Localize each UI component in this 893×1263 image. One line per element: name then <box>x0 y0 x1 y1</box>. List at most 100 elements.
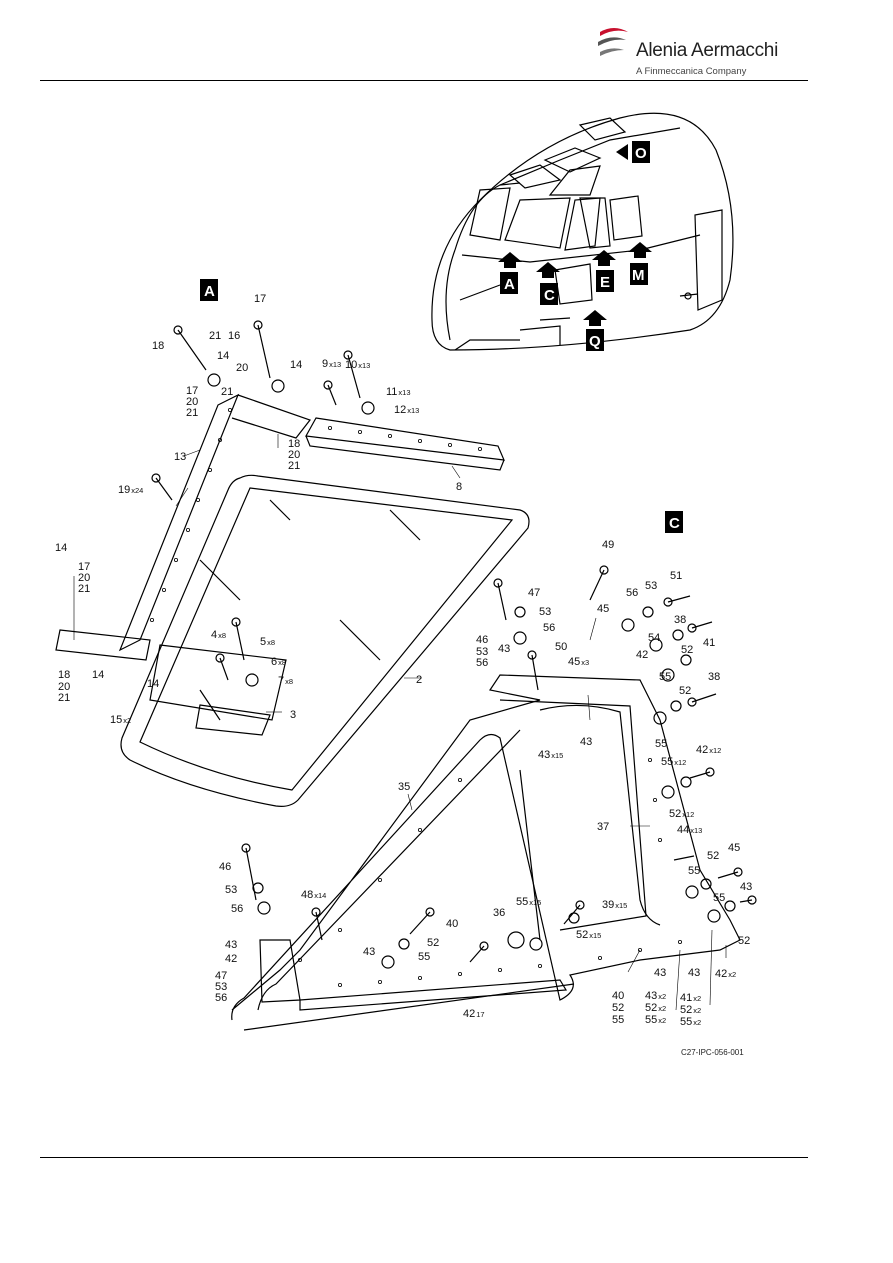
brand-tagline: A Finmeccanica Company <box>636 66 747 77</box>
detail-a-callout-34: 2 <box>416 674 422 686</box>
detail-c-callout-27: 35 <box>398 781 410 793</box>
detail-c-callout-20: 52 <box>679 685 691 697</box>
cockpit-locator-view <box>431 112 734 351</box>
detail-c-callout-43: 36 <box>493 907 505 919</box>
detail-a-callout-2: 21 <box>209 330 221 342</box>
detail-a-callout-8: 17 <box>186 385 198 397</box>
detail-c-callout-47: 43 <box>225 939 237 951</box>
brand-name: Alenia Aermacchi <box>636 40 778 61</box>
detail-c-callout-28: 52x12 <box>669 808 694 820</box>
detail-a-callout-11: 9x13 <box>322 358 341 370</box>
detail-a-callout-31: 21 <box>58 692 70 704</box>
detail-c-callout-25: 42x12 <box>696 744 721 756</box>
detail-c-callout-63: 52x2 <box>680 1004 701 1016</box>
view-tag-m <box>630 263 648 285</box>
detail-c-callout-10: 41 <box>703 637 715 649</box>
detail-c-callout-38: 48x14 <box>301 889 326 901</box>
detail-a-callout-10: 21 <box>186 407 198 419</box>
detail-c-callout-39: 56 <box>231 903 243 915</box>
detail-c-callout-33: 46 <box>219 861 231 873</box>
detail-c-callout-57: 4217 <box>463 1008 485 1020</box>
detail-c-callout-55: 53 <box>215 981 227 993</box>
fastener-nuts <box>207 373 757 969</box>
detail-a-callout-28: 7x8 <box>278 675 293 687</box>
detail-a-callout-9: 20 <box>186 396 198 408</box>
view-tag-e <box>596 270 614 292</box>
header-rule <box>40 80 808 81</box>
detail-c-callout-7: 38 <box>674 614 686 626</box>
detail-c-callout-21: 38 <box>708 671 720 683</box>
detail-c-callout-51: 47 <box>215 970 227 982</box>
detail-c-callout-35: 43 <box>740 881 752 893</box>
detail-c-callout-34: 55 <box>688 865 700 877</box>
detail-c-callout-45: 52x15 <box>576 929 601 941</box>
detail-c-callout-36: 55 <box>713 892 725 904</box>
view-tag-a-text: A <box>504 276 515 293</box>
detail-a-callout-20: 19x24 <box>118 484 143 496</box>
detail-c-callout-6: 56 <box>543 622 555 634</box>
detail-c-callout-59: 43x2 <box>645 990 666 1002</box>
detail-a-callout-15: 18 <box>288 438 300 450</box>
view-arrows <box>498 144 652 326</box>
detail-a-callout-27: 6x8 <box>271 656 286 668</box>
detail-c-callout-42: 39x15 <box>602 899 627 911</box>
detail-c-tag-text: C <box>669 515 680 532</box>
lower-bracket-a <box>55 629 287 736</box>
detail-c-callout-32: 45 <box>728 842 740 854</box>
detail-c-callout-1: 51 <box>670 570 682 582</box>
windshield-frame-c <box>231 674 741 1031</box>
detail-c-callout-5: 53 <box>539 606 551 618</box>
windshield-glass-a <box>120 474 530 807</box>
doubler-strip-8 <box>305 417 505 471</box>
detail-c-callout-22: 43 <box>580 736 592 748</box>
detail-c-callout-15: 50 <box>555 641 567 653</box>
detail-a-callout-0: 17 <box>254 293 266 305</box>
detail-c-callout-16: 45x3 <box>568 656 589 668</box>
footer-rule <box>40 1157 808 1158</box>
detail-c-callout-23: 43x15 <box>538 749 563 761</box>
detail-c-callout-13: 56 <box>476 657 488 669</box>
detail-c-callout-18: 52 <box>681 644 693 656</box>
detail-c-callout-54: 42x2 <box>715 968 736 980</box>
detail-c-callout-2: 56 <box>626 587 638 599</box>
detail-a-callout-22: 17 <box>78 561 90 573</box>
leader-lines <box>73 434 727 1011</box>
rivet-holes <box>149 407 683 988</box>
detail-c-callout-0: 49 <box>602 539 614 551</box>
detail-a-callout-25: 4x8 <box>211 629 226 641</box>
detail-c-callout-41: 55x15 <box>516 896 541 908</box>
detail-c-callout-62: 52x2 <box>645 1002 666 1014</box>
detail-c-callout-26: 55x12 <box>661 756 686 768</box>
detail-a-callout-16: 20 <box>288 449 300 461</box>
detail-c-callout-44: 52 <box>427 937 439 949</box>
detail-a-callout-29: 18 <box>58 669 70 681</box>
detail-c-callout-17: 42 <box>636 649 648 661</box>
detail-c-callout-48: 55 <box>418 951 430 963</box>
detail-c-callout-24: 55 <box>655 738 667 750</box>
detail-a-callout-23: 20 <box>78 572 90 584</box>
detail-c-callout-49: 42 <box>225 953 237 965</box>
detail-c-callout-9: 54 <box>648 632 660 644</box>
detail-c-callout-19: 55 <box>659 671 671 683</box>
detail-a-callout-35: 3 <box>290 709 296 721</box>
detail-c-callout-65: 55x2 <box>645 1014 666 1026</box>
brand-logo: Alenia Aermacchi A Finmeccanica Company <box>596 22 796 80</box>
detail-c-callout-30: 44x13 <box>677 824 702 836</box>
view-tag-m-text: M <box>632 267 645 284</box>
detail-a-callout-14: 12x13 <box>394 404 419 416</box>
detail-a-callout-24: 21 <box>78 583 90 595</box>
view-tags: A C E M O Q <box>500 141 650 351</box>
detail-a-callout-32: 14 <box>92 669 104 681</box>
detail-a-tag-text: A <box>204 283 215 300</box>
detail-a-callout-1: 18 <box>152 340 164 352</box>
detail-c-callout-56: 56 <box>215 992 227 1004</box>
view-tag-c-text: C <box>544 287 555 304</box>
detail-c-callout-4: 47 <box>528 587 540 599</box>
detail-a-callout-18: 13 <box>174 451 186 463</box>
detail-c-callout-29: 37 <box>597 821 609 833</box>
view-tag-c <box>540 283 558 305</box>
detail-a-callout-7: 14 <box>290 359 302 371</box>
view-tag-q-text: Q <box>589 333 601 350</box>
